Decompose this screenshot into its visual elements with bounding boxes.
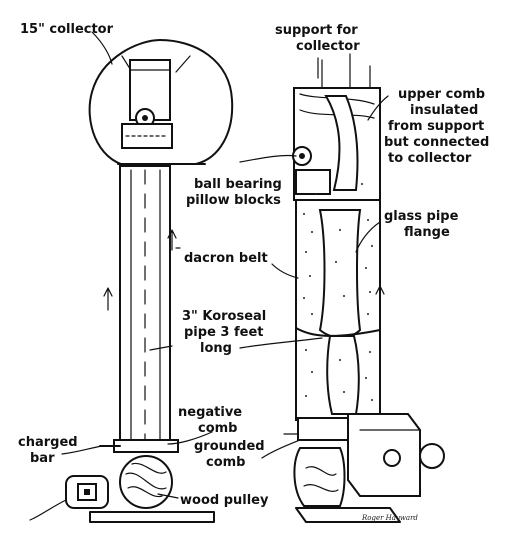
- koroseal-pipe: [119, 165, 171, 449]
- pillow-block-right: [295, 169, 331, 195]
- base-board: [89, 511, 215, 523]
- label-grounded-comb-line1: grounded: [194, 439, 265, 454]
- label-upper-comb-line3: from support: [388, 119, 484, 134]
- label-support-line2: collector: [296, 39, 360, 54]
- label-negative-comb-line2: comb: [198, 421, 238, 436]
- label-dacron-belt: dacron belt: [184, 251, 268, 266]
- motor-cord: [29, 499, 67, 521]
- artist-signature: Roger Hayward: [361, 514, 418, 522]
- label-upper-comb-line4: but connected: [384, 135, 489, 150]
- label-ball-bearing-line1: ball bearing: [194, 177, 282, 192]
- collector-sphere: [88, 39, 234, 167]
- label-upper-comb-line1: upper comb: [398, 87, 485, 102]
- left-generator: [29, 39, 234, 523]
- lower-flange: [113, 439, 179, 453]
- right-generator: [283, 53, 445, 523]
- upper-belt-loop: [324, 95, 359, 191]
- wood-pulley-right: [293, 447, 346, 507]
- wood-pulley-disc: [119, 455, 173, 509]
- motor-right: [419, 443, 445, 469]
- label-glass-pipe-line2: flange: [404, 225, 450, 240]
- label-support-line1: support for: [275, 23, 358, 38]
- label-koroseal-line1: 3" Koroseal: [182, 309, 266, 324]
- label-upper-comb-line2: insulated: [410, 103, 478, 118]
- labels: 15" collector support for collector uppe…: [18, 22, 489, 522]
- speckle-texture: [303, 183, 373, 401]
- leader-lines: [61, 31, 389, 499]
- label-glass-pipe-line1: glass pipe: [384, 209, 459, 224]
- base-board-right: [295, 507, 401, 523]
- label-grounded-comb-line2: comb: [206, 455, 246, 470]
- label-charged-bar-line2: bar: [30, 451, 55, 466]
- belt-cutaway-lower: [326, 335, 360, 415]
- label-15-collector: 15" collector: [20, 22, 114, 37]
- label-wood-pulley: wood pulley: [180, 493, 269, 508]
- label-koroseal-line2: pipe 3 feet: [184, 325, 264, 340]
- label-ball-bearing-line2: pillow blocks: [186, 193, 281, 208]
- label-charged-bar-line1: charged: [18, 435, 78, 450]
- label-koroseal-line3: long: [200, 341, 232, 356]
- label-upper-comb-line5: to collector: [388, 151, 472, 166]
- label-negative-comb-line1: negative: [178, 405, 242, 420]
- grounded-comb-block: [297, 417, 349, 441]
